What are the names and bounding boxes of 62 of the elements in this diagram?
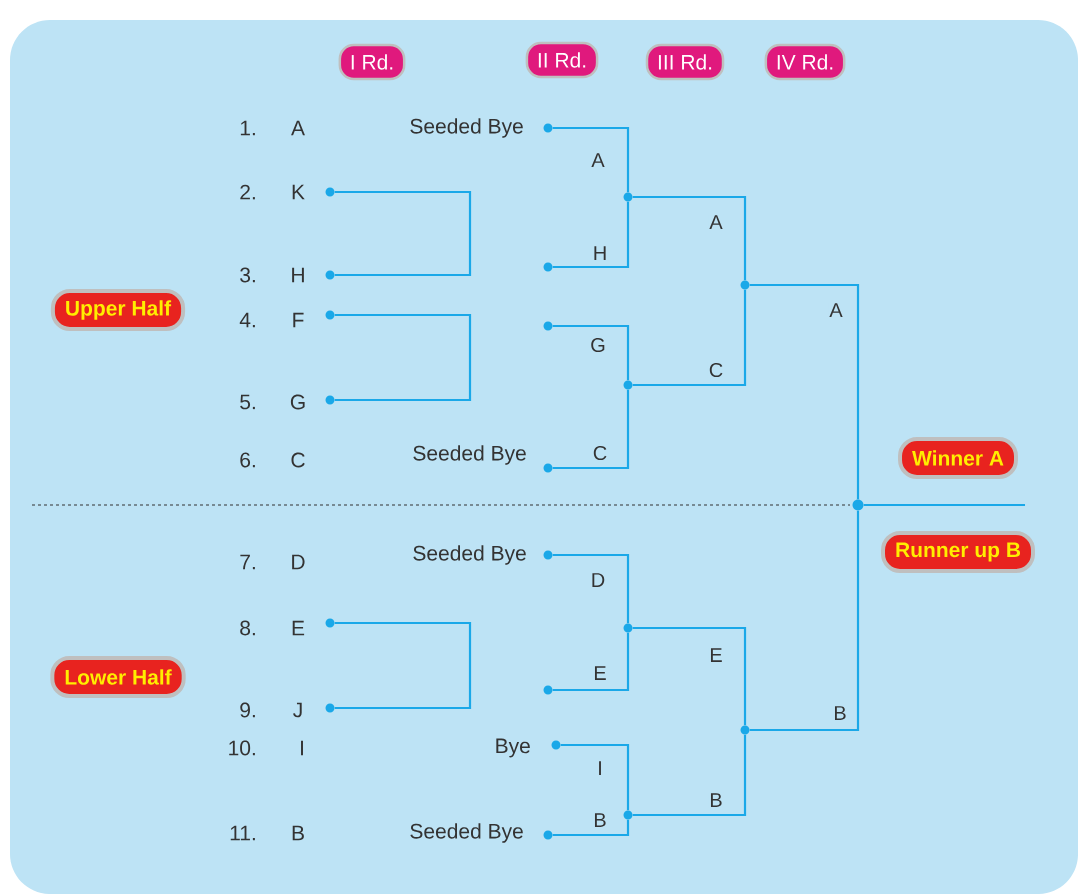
entry-text: 3. [240,267,255,283]
edge-label: E [592,665,608,681]
entry-text: Seeded Bye [413,545,526,565]
entry-text: 1. [240,120,255,136]
round-pill: III Rd. [645,43,725,81]
bracket-line [334,313,472,402]
entry-text: 11. [230,825,255,841]
entry-text: E [292,620,305,636]
entry-text: 7. [240,554,255,570]
entry-text: G [290,394,305,410]
bracket-line [552,324,630,381]
edge-label: B [832,705,848,721]
entry-text: J [293,702,302,718]
round-pill: IV Rd. [764,43,846,81]
entry-text: K [292,184,305,200]
entry-text: Bye [496,738,530,758]
edge-label: A [828,302,844,318]
edge-label: A [708,214,724,230]
entry-text: 5. [240,394,255,410]
round-pill: I Rd. [338,43,406,81]
entry-text: D [292,554,305,570]
edge-label: B [592,812,608,828]
bracket-line [749,283,860,500]
bracket-line [560,743,630,811]
entry-text: 8. [240,620,255,636]
bracket-line [632,734,747,817]
label-pill: Lower Half [50,656,186,698]
bracket-line [749,510,860,732]
edge-label: E [708,647,724,663]
bracket-line [552,632,630,692]
entry-text: 4. [239,312,255,328]
bracket-line [632,195,747,281]
entry-text: Seeded Bye [410,823,523,843]
edge-label: A [590,152,606,168]
entry-text: B [292,825,304,841]
entry-text: 9. [240,702,255,718]
bracket-line [552,553,630,624]
bracket-line [334,621,472,710]
bracket-line [552,389,630,470]
bracket-line [552,126,630,193]
bracket-line [552,201,630,269]
bracket-line [632,626,747,726]
entry-text: A [291,120,305,136]
entry-text: 6. [240,452,255,468]
edge-label: B [708,792,724,808]
entry-text: F [293,312,304,328]
round-pill: II Rd. [525,41,599,79]
entry-text: Seeded Bye [413,445,526,465]
entry-text: C [291,452,305,468]
bracket-line [334,190,472,277]
entry-text: H [292,267,304,283]
entry-text: 10. [229,740,255,756]
bracket-line [632,289,747,387]
entry-text: I [301,740,303,756]
label-pill: Winner A [898,437,1018,479]
bracket-line [863,503,1025,507]
entry-text: Seeded Bye [410,118,523,138]
label-pill: Upper Half [50,289,186,331]
edge-label: I [596,760,604,776]
label-pill: Runner up B [881,531,1035,573]
entry-text: 2. [240,184,255,200]
bracket-line [552,819,630,837]
